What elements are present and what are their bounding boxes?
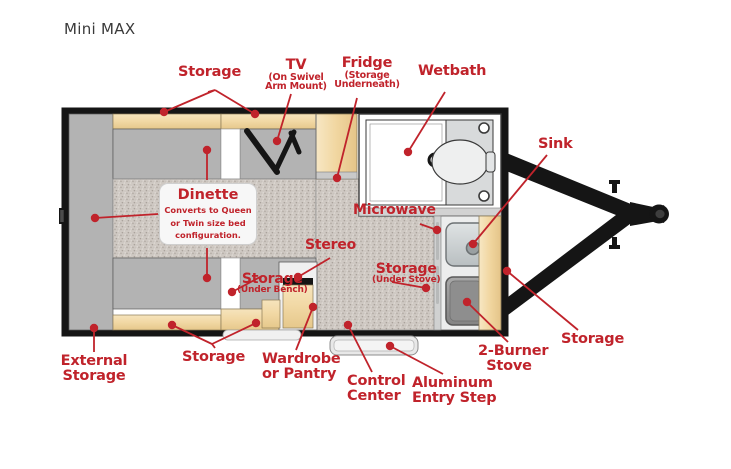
aluminum-entry-step (329, 335, 419, 356)
callout-storage-top: Storage (178, 65, 241, 80)
callout-wardrobe-label: Wardrobe (262, 351, 341, 367)
dinette-desc-1: Converts to Queen (164, 205, 252, 216)
callout-storage-right: Storage (561, 332, 624, 347)
dinette-desc-2: or Twin size bed (170, 217, 246, 228)
external-storage-area (59, 113, 114, 331)
callout-microwave-label: Microwave (353, 202, 436, 218)
upper-dinette-bench (112, 113, 317, 180)
callout-storage-bottom: Storage (182, 350, 245, 365)
callout-stove-sub: Stove (486, 357, 532, 374)
page-title: Mini MAX (64, 20, 136, 38)
callout-storage-under-bench-sub: (Under Bench) (237, 285, 308, 296)
dinette-info-box: Dinette Converts to Queen or Twin size b… (159, 183, 257, 245)
callout-wardrobe-sub: or Pantry (262, 365, 337, 382)
callout-storage-right-label: Storage (561, 331, 625, 347)
callout-external-label: External (60, 353, 128, 369)
callout-fridge-label: Fridge (341, 55, 393, 71)
callout-wetbath: Wetbath (418, 64, 486, 79)
callout-dots (89, 107, 512, 351)
dinette-desc-3: configuration. (175, 229, 241, 240)
hitch-a-frame (504, 152, 669, 318)
callout-storage-under-bench-label: Storage (241, 271, 303, 287)
dinette-title: Dinette (177, 187, 239, 204)
callout-storage-top-label: Storage (178, 64, 242, 80)
callout-fridge: Fridge (Storage Underneath) (331, 56, 403, 90)
callout-external-storage: External Storage (57, 354, 131, 384)
callout-control-center: Control Center (347, 373, 406, 404)
callout-wetbath-label: Wetbath (418, 63, 487, 79)
callout-sink: Sink (538, 137, 573, 152)
callout-control-label: Control (347, 373, 406, 389)
callout-storage-under-stove-label: Storage (375, 261, 437, 277)
tv-swivel-mount (244, 128, 302, 175)
callout-tv: TV (On Swivel Arm Mount) (265, 58, 327, 92)
callout-aluminum-entry-step: Aluminum Entry Step (412, 375, 497, 406)
callout-storage-under-bench: Storage (Under Bench) (237, 272, 308, 295)
callout-sink-label: Sink (538, 136, 573, 152)
callout-leader-lines (93, 89, 579, 375)
callout-stereo-label: Stereo (305, 237, 357, 253)
wardrobe-pantry-unit (261, 261, 318, 331)
galley-kitchen (433, 215, 502, 331)
callout-step-label: Aluminum (412, 375, 493, 391)
callout-stove-label: 2-Burner (478, 343, 549, 359)
callout-tv-sub-2: Arm Mount) (265, 81, 327, 93)
bench-step-lip (222, 329, 302, 341)
callout-storage-bottom-label: Storage (182, 349, 246, 365)
callout-step-sub: Entry Step (412, 389, 497, 406)
callout-fridge-sub-2: Underneath) (334, 79, 400, 91)
callout-storage-under-stove: Storage (Under Stove) (372, 261, 441, 286)
callout-two-burner-stove: 2-Burner Stove (478, 343, 549, 374)
wetbath-room (358, 113, 502, 217)
callout-tv-label: TV (285, 57, 307, 73)
callout-fridge-sub-1: (Storage (344, 69, 390, 81)
callout-wardrobe-pantry: Wardrobe or Pantry (262, 351, 341, 382)
callout-stereo: Stereo (305, 237, 357, 253)
callout-external-sub: Storage (62, 367, 126, 384)
callout-microwave: Microwave (353, 202, 436, 218)
callout-storage-under-stove-sub: (Under Stove) (372, 275, 441, 286)
callout-tv-sub-1: (On Swivel (268, 71, 324, 83)
callout-control-sub: Center (347, 387, 401, 404)
